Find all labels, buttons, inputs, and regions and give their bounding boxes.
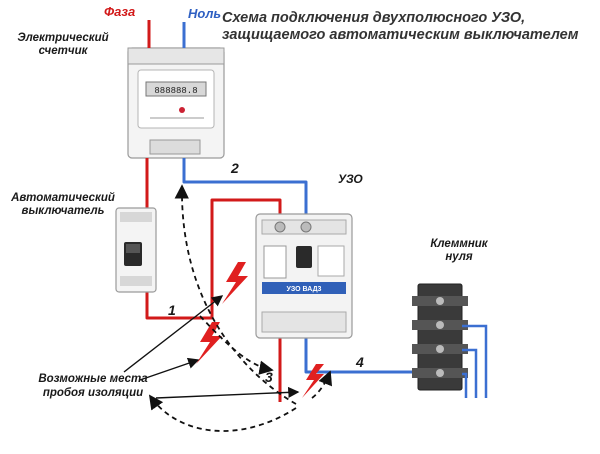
fault-current-paths — [148, 184, 333, 432]
circuit-breaker — [115, 207, 157, 293]
terminal-label-line-2: нуля — [445, 251, 473, 263]
breakdown-lightning-icons — [196, 262, 324, 398]
meter-label: Электрический счетчик — [8, 32, 118, 58]
neutral-wires — [182, 22, 420, 374]
diagram-title: Схема подключения двухполюсного УЗО, защ… — [222, 10, 592, 44]
meter-label-line-2: счетчик — [38, 45, 88, 57]
wire-number-2: 2 — [231, 160, 239, 176]
breakdown-label-line-2: пробоя изоляции — [42, 387, 144, 399]
terminal-block-label: Клеммник нуля — [420, 238, 498, 264]
breaker-label-line-2: выключатель — [21, 205, 105, 217]
neutral-label: Ноль — [188, 6, 222, 21]
breakdown-pointer-lines — [123, 295, 300, 399]
rcd-label: УЗО — [338, 172, 363, 186]
phase-wires — [145, 20, 282, 402]
rcd-model-text: УЗО ВАД3 — [287, 286, 322, 293]
title-line-2: защищаемого автоматическим выключателем — [222, 27, 579, 43]
wire-number-4: 4 — [356, 354, 364, 370]
meter-display: 888888.8 — [154, 86, 197, 96]
rcd-device: УЗО ВАД3 — [255, 213, 353, 339]
electric-meter: 888888.8 — [127, 47, 225, 159]
breakdown-label: Возможные места пробоя изоляции — [16, 372, 170, 400]
breaker-label-line-1: Автоматический — [11, 192, 115, 204]
title-line-1: Схема подключения двухполюсного УЗО, — [222, 10, 526, 26]
terminal-label-line-1: Клеммник — [430, 238, 488, 250]
meter-label-line-1: Электрический — [17, 32, 109, 44]
neutral-terminal-block — [412, 283, 468, 391]
breakdown-label-line-1: Возможные места — [38, 373, 148, 385]
neutral-outgoing-wires — [462, 324, 488, 398]
wire-number-3: 3 — [265, 369, 273, 385]
breaker-label: Автоматический выключатель — [4, 192, 122, 218]
phase-label: Фаза — [104, 4, 136, 19]
wire-number-1: 1 — [168, 302, 176, 318]
